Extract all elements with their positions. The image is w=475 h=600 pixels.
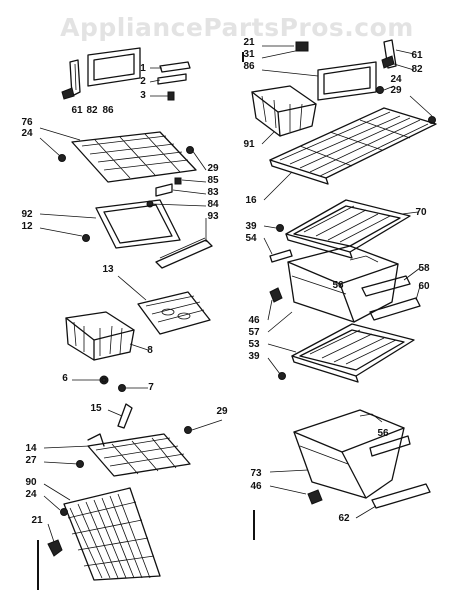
watermark: AppliancePartsPros.com xyxy=(60,13,414,42)
callout-label: 58 xyxy=(418,263,430,274)
callout-label: 61 xyxy=(71,105,83,116)
callout-label: 16 xyxy=(245,195,257,206)
callout-label: 62 xyxy=(338,513,350,524)
callout-label: 56 xyxy=(332,280,344,291)
callout-label: 70 xyxy=(415,207,427,218)
callout-label: 39 xyxy=(248,351,260,362)
callout-label: 76 xyxy=(21,117,33,128)
callout-label: 29 xyxy=(207,163,219,174)
callout-label: 6 xyxy=(62,373,68,384)
callout-label: 15 xyxy=(90,403,102,414)
callout-label: 86 xyxy=(102,105,114,116)
callout-label: 39 xyxy=(245,221,257,232)
callout-label: 86 xyxy=(243,61,255,72)
callout-label: 60 xyxy=(418,281,430,292)
callout-label: 1 xyxy=(140,63,146,74)
callout-label: 29 xyxy=(390,85,402,96)
callout-label: 7 xyxy=(148,382,154,393)
crisper-cover-53 xyxy=(267,323,415,383)
leader-lines-shelf-92 xyxy=(39,213,207,242)
callout-label: 13 xyxy=(102,264,114,275)
shelf-14 xyxy=(43,403,223,477)
dairy-door-part xyxy=(61,47,141,100)
callout-label: 31 xyxy=(243,49,255,60)
callout-label: 24 xyxy=(390,74,402,85)
callout-label: 61 xyxy=(411,50,423,61)
bin-91 xyxy=(251,85,317,145)
callout-label: 8 xyxy=(147,345,153,356)
callout-label: 2 xyxy=(140,76,146,87)
callout-label: 82 xyxy=(411,64,423,75)
callout-label: 29 xyxy=(216,406,228,417)
callout-label: 24 xyxy=(21,128,33,139)
bin-8 xyxy=(65,311,149,361)
callout-label: 82 xyxy=(86,105,98,116)
callout-label: 93 xyxy=(207,211,219,222)
callout-label: 24 xyxy=(25,489,37,500)
shelf-90 xyxy=(43,483,161,581)
crisper-cover-70 xyxy=(285,199,419,259)
callout-label: 27 xyxy=(25,455,37,466)
callout-label: 85 xyxy=(207,175,219,186)
callout-label: 46 xyxy=(250,481,262,492)
shelf-92 xyxy=(82,199,213,269)
callout-label: 83 xyxy=(207,187,219,198)
leader-lines-shelf-76 xyxy=(39,127,207,207)
callout-label: 90 xyxy=(25,477,37,488)
callout-label: 21 xyxy=(31,515,43,526)
callout-label: 54 xyxy=(245,233,257,244)
callout-label: 53 xyxy=(248,339,260,350)
leader-lines-top-left xyxy=(149,67,168,97)
callout-label: 92 xyxy=(21,209,33,220)
small-fasteners-85-84 xyxy=(146,177,182,208)
crisper-drawer-73 xyxy=(269,409,431,519)
shelf-76 xyxy=(58,131,197,183)
ice-tray-13 xyxy=(117,275,211,335)
callout-label: 12 xyxy=(21,221,33,232)
top-right-small-parts xyxy=(261,39,436,124)
small-parts-6-7 xyxy=(72,375,148,392)
callout-label: 14 xyxy=(25,443,37,454)
hinge-pin-part xyxy=(157,61,191,101)
callout-label: 91 xyxy=(243,139,255,150)
callout-label: 46 xyxy=(248,315,260,326)
callout-label: 21 xyxy=(243,37,255,48)
callout-label: 73 xyxy=(250,468,262,479)
callout-label: 84 xyxy=(207,199,219,210)
callout-label: 56 xyxy=(377,428,389,439)
callout-label: 3 xyxy=(140,90,146,101)
callout-label: 57 xyxy=(248,327,260,338)
shelf-16 xyxy=(263,107,437,201)
crisper-drawer-57 xyxy=(263,224,421,333)
